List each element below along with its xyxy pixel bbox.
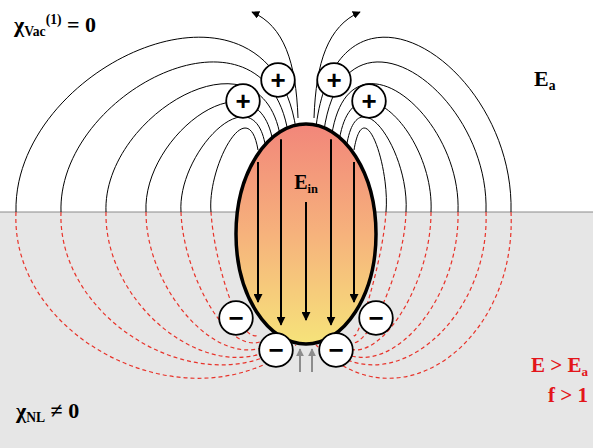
subscript: NL <box>26 410 45 425</box>
symbol: E <box>534 66 549 91</box>
image-charge-arrows <box>300 349 312 372</box>
symbol: χ <box>14 12 24 37</box>
text-run <box>45 398 51 423</box>
text-run: > <box>550 353 562 377</box>
text-run: + <box>361 86 376 116</box>
text-run: > <box>560 383 572 407</box>
text-run: − <box>368 303 383 333</box>
grey-arrow <box>299 349 301 372</box>
negative-charge: − <box>258 332 294 368</box>
vacuum-susceptibility: χVac(1) = 0 <box>14 12 96 38</box>
internal-field-arrow <box>353 162 355 302</box>
text-run: 0 <box>68 398 79 423</box>
node-text: Ein <box>294 172 318 192</box>
symbol: χ <box>16 398 26 423</box>
text-run: − <box>268 335 283 365</box>
subscript: a <box>549 78 556 93</box>
node-text: − <box>268 337 283 363</box>
subscript: a <box>581 364 588 379</box>
text-run: = <box>67 12 80 37</box>
internal-field-arrow <box>280 139 282 324</box>
negative-charge: − <box>218 300 254 336</box>
symbol: E <box>294 171 307 193</box>
node-text: + <box>270 67 285 93</box>
symbol: E <box>567 353 581 377</box>
text-run: + <box>235 86 250 116</box>
text-run: + <box>326 65 341 95</box>
node-text: + <box>235 88 250 114</box>
text-run <box>63 398 69 423</box>
charge-circle <box>359 301 393 335</box>
internal-field-arrow <box>305 202 307 320</box>
node-text: + <box>361 88 376 114</box>
text-run <box>62 12 68 37</box>
charge-circle <box>319 333 353 367</box>
internal-field-arrow <box>257 162 259 302</box>
charge-circle <box>226 84 260 118</box>
text-run: + <box>270 65 285 95</box>
node-text: − <box>328 337 343 363</box>
particle-body <box>236 124 376 344</box>
charge-circle <box>352 84 386 118</box>
text-run <box>555 383 560 407</box>
particle-outline <box>234 122 378 346</box>
text-run: − <box>228 303 243 333</box>
grey-arrow <box>311 349 313 372</box>
text-run: − <box>328 335 343 365</box>
positive-charge: + <box>260 62 296 98</box>
internal-field-arrow <box>330 139 332 324</box>
subscript: Vac <box>24 24 45 39</box>
negative-charge: − <box>358 300 394 336</box>
text-run <box>545 353 550 377</box>
superscript: (1) <box>46 12 62 27</box>
text-run: E <box>531 353 545 377</box>
text-run: ≠ <box>51 398 63 423</box>
positive-charge: + <box>225 83 261 119</box>
node-text: + <box>326 67 341 93</box>
text-run <box>80 12 86 37</box>
node-text: − <box>368 305 383 331</box>
text-run <box>572 383 577 407</box>
positive-charge: + <box>316 62 352 98</box>
charge-circle <box>317 63 351 97</box>
enhancement-note: E > Ea f > 1 <box>526 350 588 411</box>
positive-charge: + <box>351 83 387 119</box>
subscript: in <box>308 182 318 196</box>
field-label: Ea <box>534 66 556 92</box>
charge-circle <box>259 333 293 367</box>
text-run <box>562 353 567 377</box>
charge-circle <box>261 63 295 97</box>
text-run: 0 <box>85 12 96 37</box>
negative-charge: − <box>318 332 354 368</box>
charge-circle <box>219 301 253 335</box>
node-text: − <box>228 305 243 331</box>
nanoparticle: Ein <box>234 122 378 346</box>
text-run: 1 <box>578 383 589 407</box>
text-run: f <box>548 383 555 407</box>
substrate-susceptibility: χNL ≠ 0 <box>16 398 79 424</box>
